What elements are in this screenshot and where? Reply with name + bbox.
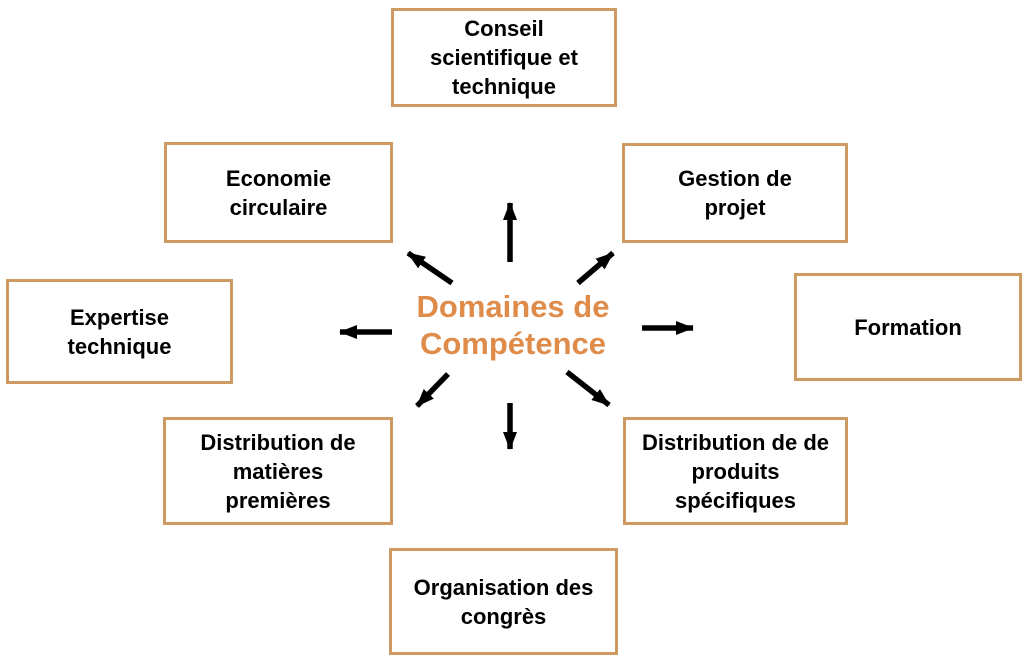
node-label: Distribution de matières premières <box>200 429 356 513</box>
arrow-up-left-icon <box>406 250 454 286</box>
node-distribution-matieres-premieres: Distribution de matières premières <box>163 417 393 525</box>
node-formation: Formation <box>794 273 1022 381</box>
arrow-down-left-icon <box>415 372 450 408</box>
node-distribution-produits-specifiques: Distribution de de produits spécifiques <box>623 417 848 525</box>
node-conseil-scientifique-et-technique: Conseil scientifique et technique <box>391 8 617 107</box>
node-label: Economie circulaire <box>225 165 332 220</box>
node-label: Expertise technique <box>67 304 172 359</box>
arrow-down-right-icon <box>565 369 611 408</box>
node-label: Conseil scientifique et technique <box>430 16 578 99</box>
node-economie-circulaire: Economie circulaire <box>164 142 393 243</box>
node-label: Organisation des congrès <box>413 574 594 629</box>
node-organisation-des-congres: Organisation des congrès <box>389 548 618 655</box>
diagram-center-title: Domaines de Compétence <box>416 289 610 361</box>
arrow-up-right-icon <box>576 250 615 286</box>
node-gestion-de-projet: Gestion de projet <box>622 143 848 243</box>
node-label: Formation <box>854 314 962 340</box>
node-expertise-technique: Expertise technique <box>6 279 233 384</box>
node-label: Distribution de de produits spécifiques <box>642 429 829 513</box>
node-label: Gestion de projet <box>678 166 792 220</box>
